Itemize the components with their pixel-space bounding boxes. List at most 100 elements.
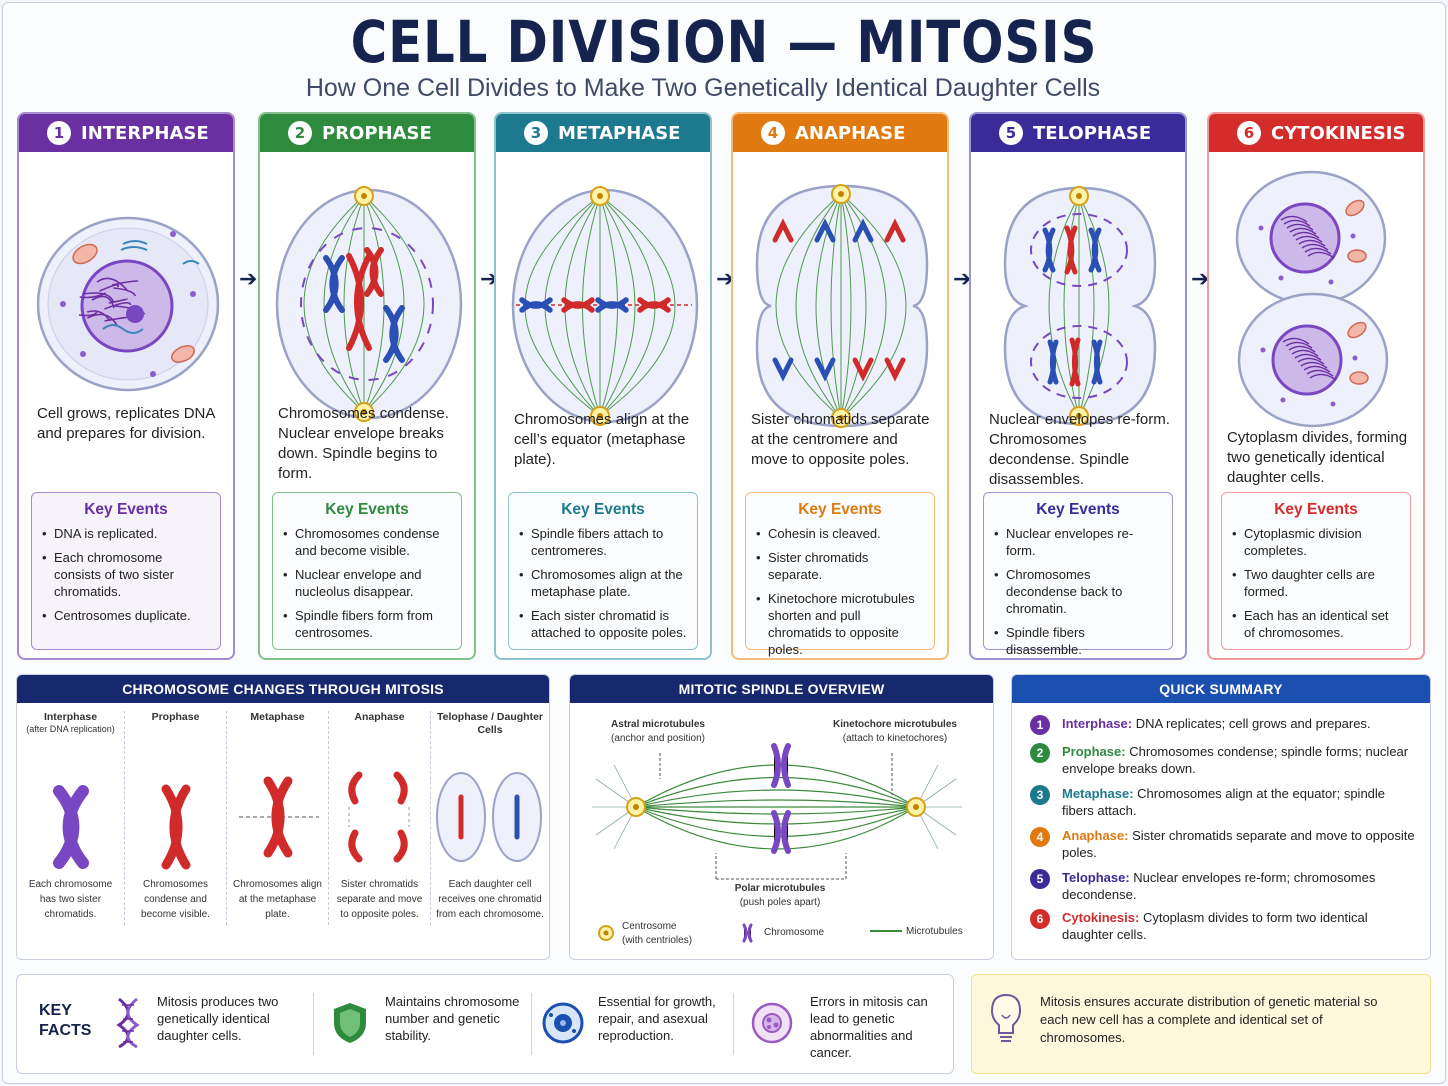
key-events-list: Nuclear envelopes re-form.Chromosomes de… xyxy=(994,525,1162,658)
summary-row: 4 Anaphase: Sister chromatids separate a… xyxy=(1030,827,1420,861)
key-events-title: Key Events xyxy=(325,501,409,518)
chromosome-panel-title: CHROMOSOME CHANGES THROUGH MITOSIS xyxy=(17,675,549,703)
key-event: Chromosomes decondense back to chromatin… xyxy=(994,566,1162,617)
phase-card-prophase: 2 PROPHASE Chromosomes condense. Nuclear… xyxy=(258,112,476,660)
telophase-cell-illustration xyxy=(1003,186,1157,426)
abnormal-cell-icon xyxy=(751,1002,793,1044)
page-subtitle: How One Cell Divides to Make Two Genetic… xyxy=(305,74,1101,102)
spindle-chromosome-bottom xyxy=(771,810,791,854)
key-event: Chromosomes align at the metaphase plate… xyxy=(519,566,687,600)
phase-name: CYTOKINESIS xyxy=(1271,122,1406,144)
next-phase-arrow-icon: ➔ xyxy=(239,266,258,291)
phase-number: 3 xyxy=(524,121,548,145)
page-title: CELL DIVISION — MITOSIS xyxy=(350,8,1098,76)
key-event: Kinetochore microtubules shorten and pul… xyxy=(756,590,924,658)
key-events-title: Key Events xyxy=(1036,501,1120,518)
phase-header: 3 METAPHASE xyxy=(496,114,710,152)
next-phase-arrow-icon: ➔ xyxy=(480,266,499,291)
column-title: Metaphase xyxy=(250,711,305,723)
key-event: Spindle fibers form from centrosomes. xyxy=(283,607,451,641)
chromosome-illustration xyxy=(161,784,191,870)
divider xyxy=(313,993,314,1055)
summary-row: 5 Telophase: Nuclear envelopes re-form; … xyxy=(1030,869,1420,903)
summary-term: Interphase: xyxy=(1062,716,1133,731)
summary-row: 3 Metaphase: Chromosomes align at the eq… xyxy=(1030,785,1420,819)
lightbulb-icon xyxy=(990,993,1022,1042)
chromosome-column-1: Interphase (after DNA replication) Each … xyxy=(17,711,125,925)
column-title: Telophase / Daughter Cells xyxy=(437,711,543,736)
summary-number: 4 xyxy=(1030,827,1050,847)
phase-name: METAPHASE xyxy=(558,122,681,144)
key-event: Each sister chromatid is attached to opp… xyxy=(519,607,687,641)
key-events-list: Cohesin is cleaved.Sister chromatids sep… xyxy=(756,525,924,658)
phase-description: Chromosomes align at the cell’s equator … xyxy=(514,411,690,468)
legend-microtubules-label: Microtubules xyxy=(906,926,963,937)
key-facts-panel: KEY FACTS Mitosis produces two genetical… xyxy=(16,974,954,1074)
phase-description: Sister chromatids separate at the centro… xyxy=(751,411,930,468)
chromosome-column-3: Metaphase Chromosomes align at the metap… xyxy=(227,711,329,925)
column-caption: Chromosomes align at the metaphase plate… xyxy=(233,879,322,920)
key-event: Two daughter cells are formed. xyxy=(1232,566,1400,600)
key-event: Spindle fibers attach to centromeres. xyxy=(519,525,687,559)
key-events-title: Key Events xyxy=(1274,501,1358,518)
astral-label: Astral microtubules xyxy=(611,719,705,730)
summary-number: 6 xyxy=(1030,909,1050,929)
phase-number: 6 xyxy=(1237,121,1261,145)
key-event: Spindle fibers disassemble. xyxy=(994,624,1162,658)
summary-text: Telophase: Nuclear envelopes re-form; ch… xyxy=(1062,869,1420,903)
cytokinesis-cell-illustration xyxy=(1235,170,1389,428)
interphase-cell-illustration xyxy=(36,216,220,392)
summary-term: Anaphase: xyxy=(1062,828,1129,843)
key-event: Each chromosome consists of two sister c… xyxy=(42,549,210,600)
key-events-box: Key Events Spindle fibers attach to cent… xyxy=(508,492,698,650)
summary-text: Interphase: DNA replicates; cell grows a… xyxy=(1062,715,1371,735)
summary-number: 5 xyxy=(1030,869,1050,889)
summary-panel-title: QUICK SUMMARY xyxy=(1012,675,1430,703)
key-event: Cytoplasmic division completes. xyxy=(1232,525,1400,559)
legend-chromosome-label: Chromosome xyxy=(764,927,825,938)
prophase-cell-illustration xyxy=(275,186,463,422)
column-caption: Chromosomes condense and become visible. xyxy=(141,879,210,920)
dna-icon xyxy=(116,997,140,1049)
phase-header: 4 ANAPHASE xyxy=(733,114,947,152)
chromosome-illustration xyxy=(436,772,542,862)
key-events-title: Key Events xyxy=(798,501,882,518)
kinetochore-label: Kinetochore microtubules xyxy=(833,719,957,730)
key-events-list: Cytoplasmic division completes. Two daugh… xyxy=(1232,525,1400,641)
summary-text: Prophase: Chromosomes condense; spindle … xyxy=(1062,743,1420,777)
anaphase-cell-illustration xyxy=(755,184,929,428)
phase-name: TELOPHASE xyxy=(1033,122,1152,144)
column-title: Prophase xyxy=(151,711,200,723)
phase-number: 4 xyxy=(761,121,785,145)
key-events-title: Key Events xyxy=(561,501,645,518)
key-events-box: Key Events Chromosomes condense and beco… xyxy=(272,492,462,650)
spindle-overview-panel: MITOTIC SPINDLE OVERVIEW Astral microtub… xyxy=(569,674,994,960)
shield-icon xyxy=(334,1003,366,1043)
phase-card-telophase: 5 TELOPHASE Nuclear envelopes re-form. C… xyxy=(969,112,1187,660)
phase-description: Cytoplasm divides, forming two genetical… xyxy=(1227,429,1408,486)
phase-description: Chromosomes condense. Nuclear envelope b… xyxy=(278,405,449,482)
phase-card-interphase: 1 INTERPHASE Cell grows, replicates DNA … xyxy=(17,112,235,660)
column-subtitle: (after DNA replication) xyxy=(26,724,115,734)
summary-number: 1 xyxy=(1030,715,1050,735)
summary-desc: DNA replicates; cell grows and prepares. xyxy=(1135,716,1371,731)
polar-sub-label: (push poles apart) xyxy=(739,897,821,908)
summary-row: 2 Prophase: Chromosomes condense; spindl… xyxy=(1030,743,1420,777)
chromosome-changes-panel: CHROMOSOME CHANGES THROUGH MITOSIS Inter… xyxy=(16,674,550,960)
phase-number: 2 xyxy=(288,121,312,145)
fact-text-1: Mitosis produces two genetically identic… xyxy=(157,994,279,1043)
chromosome-illustration xyxy=(53,785,89,869)
divider xyxy=(531,993,532,1055)
key-events-box: Key Events Cohesin is cleaved.Sister chr… xyxy=(745,492,935,657)
cell-icon xyxy=(542,1002,584,1044)
summary-desc: Cytoplasm divides to form two identical … xyxy=(1062,910,1368,942)
key-events-list: DNA is replicated.Each chromosome consis… xyxy=(42,525,210,624)
legend-centrosome-label: Centrosome xyxy=(622,921,677,932)
fact-text-2: Maintains chromosome number and genetic … xyxy=(385,994,520,1043)
next-phase-arrow-icon: ➔ xyxy=(953,266,972,291)
chromosome-illustration xyxy=(239,776,319,858)
key-event: Centrosomes duplicate. xyxy=(42,607,210,624)
summary-number: 3 xyxy=(1030,785,1050,805)
summary-number: 2 xyxy=(1030,743,1050,763)
key-event: Nuclear envelope and nucleolus disappear… xyxy=(283,566,451,600)
